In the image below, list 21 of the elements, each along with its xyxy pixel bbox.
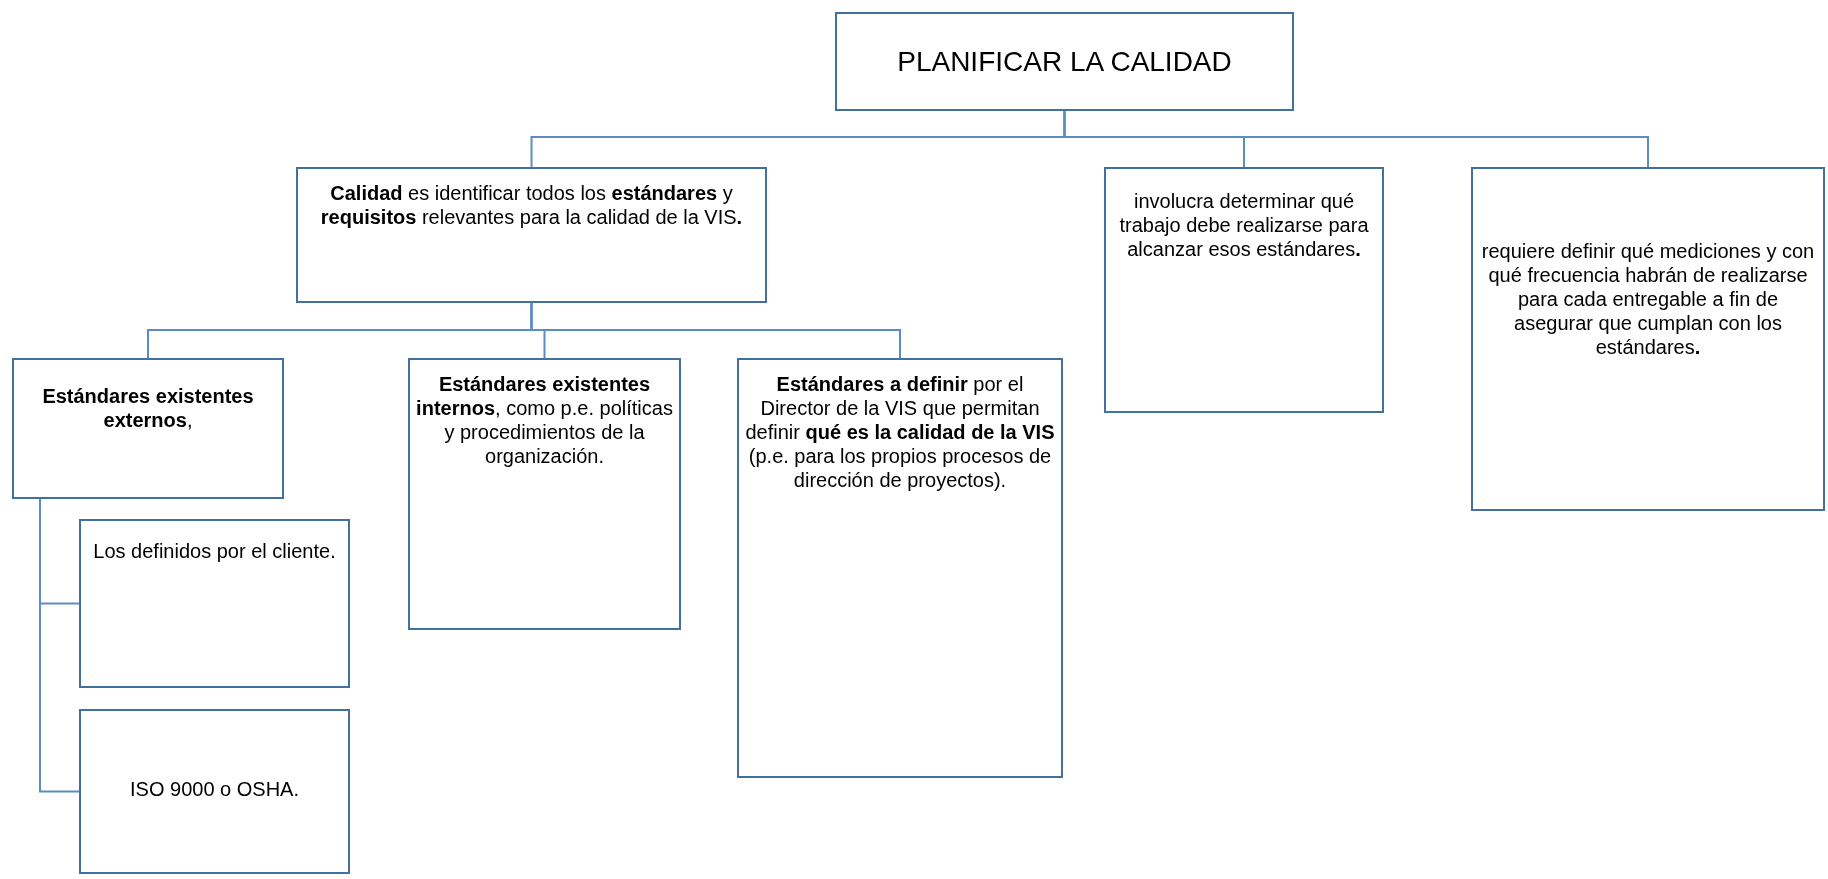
text-box [737,358,1063,778]
text-box [408,358,681,630]
box-text: Calidad es identificar todos los estándares y requisitos relevantes para la calidad de la VIS. [319,181,744,229]
box-text: Estándares a definir por el Director de la VIS que permitan definir qué es la calidad de la VIS (p.e. para los propios procesos de dirección de proyectos). [744,372,1056,492]
text-box [835,12,1294,111]
text-box [79,709,350,874]
box-text: involucra determinar qué trabajo debe realizarse para alcanzar esos estándares. [1118,189,1370,261]
text-box [296,167,767,303]
box-text: Estándares existentes internos, como p.e. políticas y procedimientos de la organización. [415,372,674,468]
box-text: ISO 9000 o OSHA. [130,777,299,801]
text-box [1471,167,1825,511]
text-box [1104,167,1384,413]
box-text: Estándares existentes externos, [41,384,255,432]
text-box [79,519,350,688]
box-text: Los definidos por el cliente. [93,539,336,563]
box-text: requiere definir qué mediciones y con qué frecuencia habrán de realizarse para cada entregable a fin de asegurar que cumplan con los estándares. [1480,239,1816,359]
connector-line [530,302,901,359]
text-box [12,358,284,499]
box-text: PLANIFICAR LA CALIDAD [897,44,1232,79]
connector-line [1063,110,1649,168]
connector-line [39,498,80,793]
